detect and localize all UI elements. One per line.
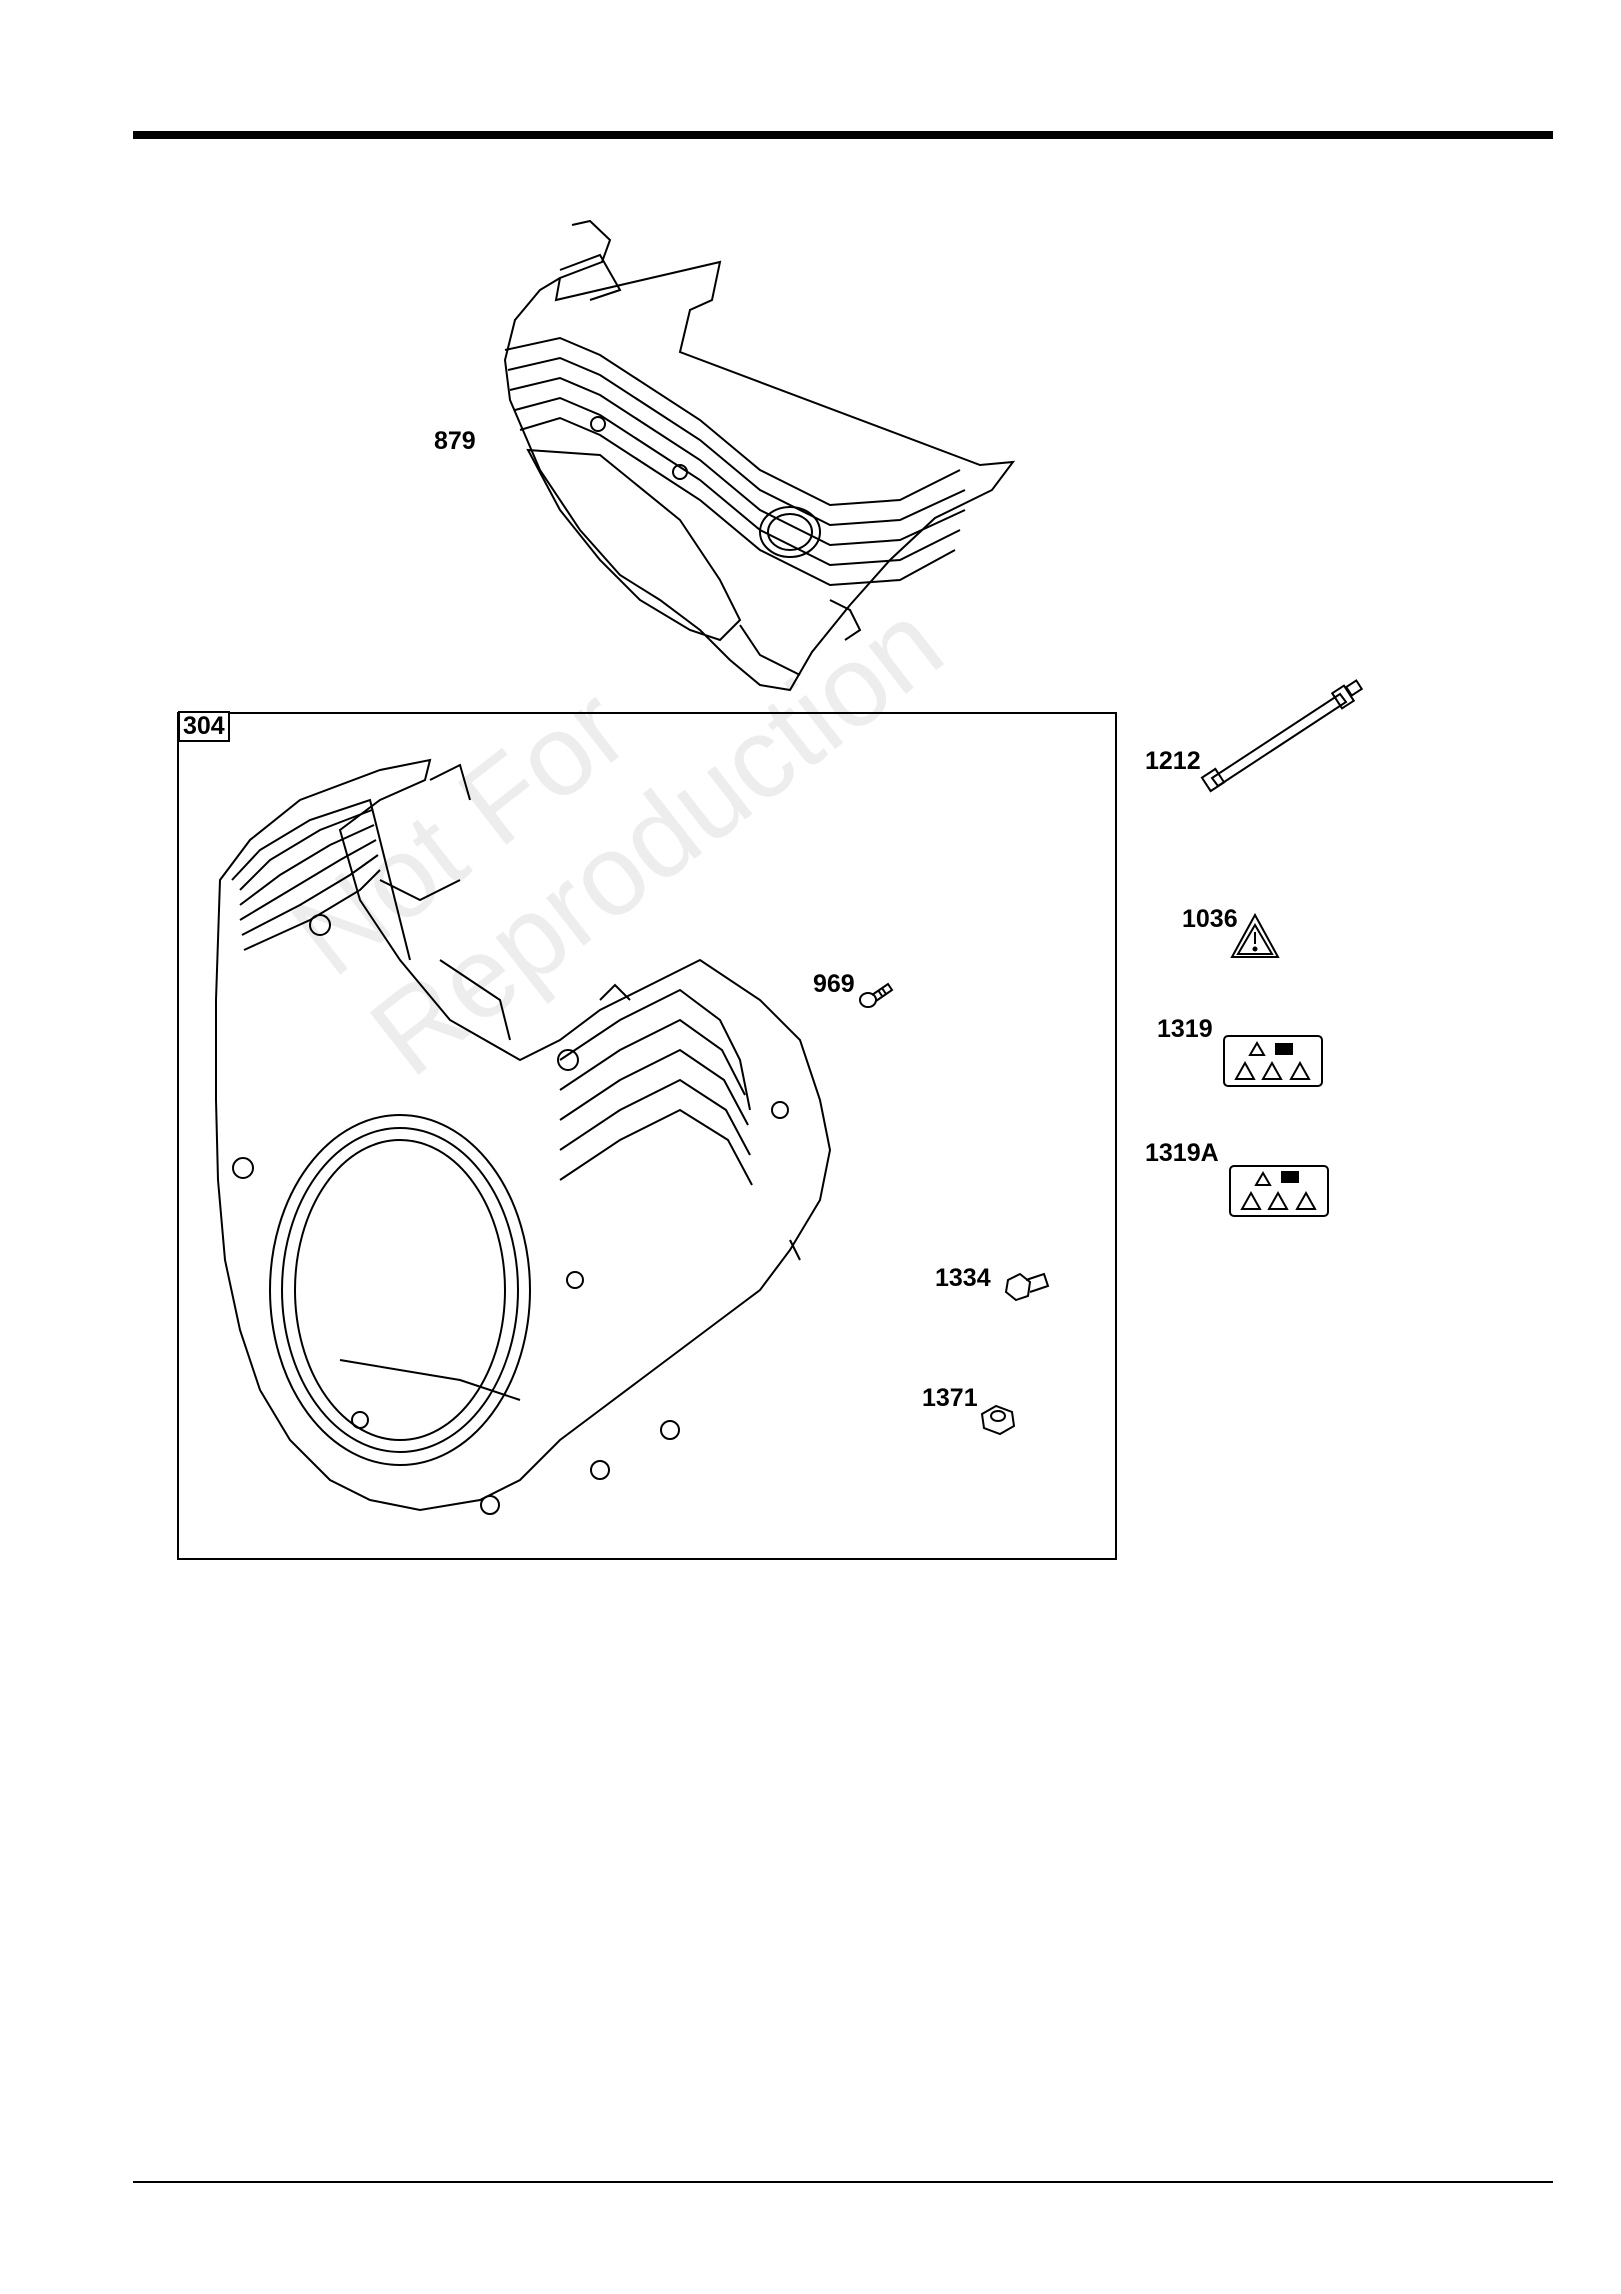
part-1036-warning-label — [1232, 915, 1278, 957]
callout-1334: 1334 — [935, 1266, 991, 1291]
callout-879: 879 — [434, 429, 476, 454]
callout-1319a: 1319A — [1145, 1141, 1219, 1166]
callout-969: 969 — [813, 972, 855, 997]
callout-1371: 1371 — [922, 1386, 978, 1411]
part-969-screw — [860, 984, 892, 1007]
part-1319-decal — [1224, 1036, 1322, 1086]
callout-1212: 1212 — [1145, 749, 1201, 774]
callout-1036: 1036 — [1182, 907, 1238, 932]
part-1334-bolt — [1006, 1274, 1048, 1300]
part-1212-stud — [1202, 681, 1362, 792]
part-1371-nut — [982, 1406, 1014, 1434]
callout-1319: 1319 — [1157, 1017, 1213, 1042]
part-1319a-decal — [1230, 1166, 1328, 1216]
callout-304: 304 — [178, 711, 230, 742]
bottom-rule — [133, 2181, 1553, 2183]
